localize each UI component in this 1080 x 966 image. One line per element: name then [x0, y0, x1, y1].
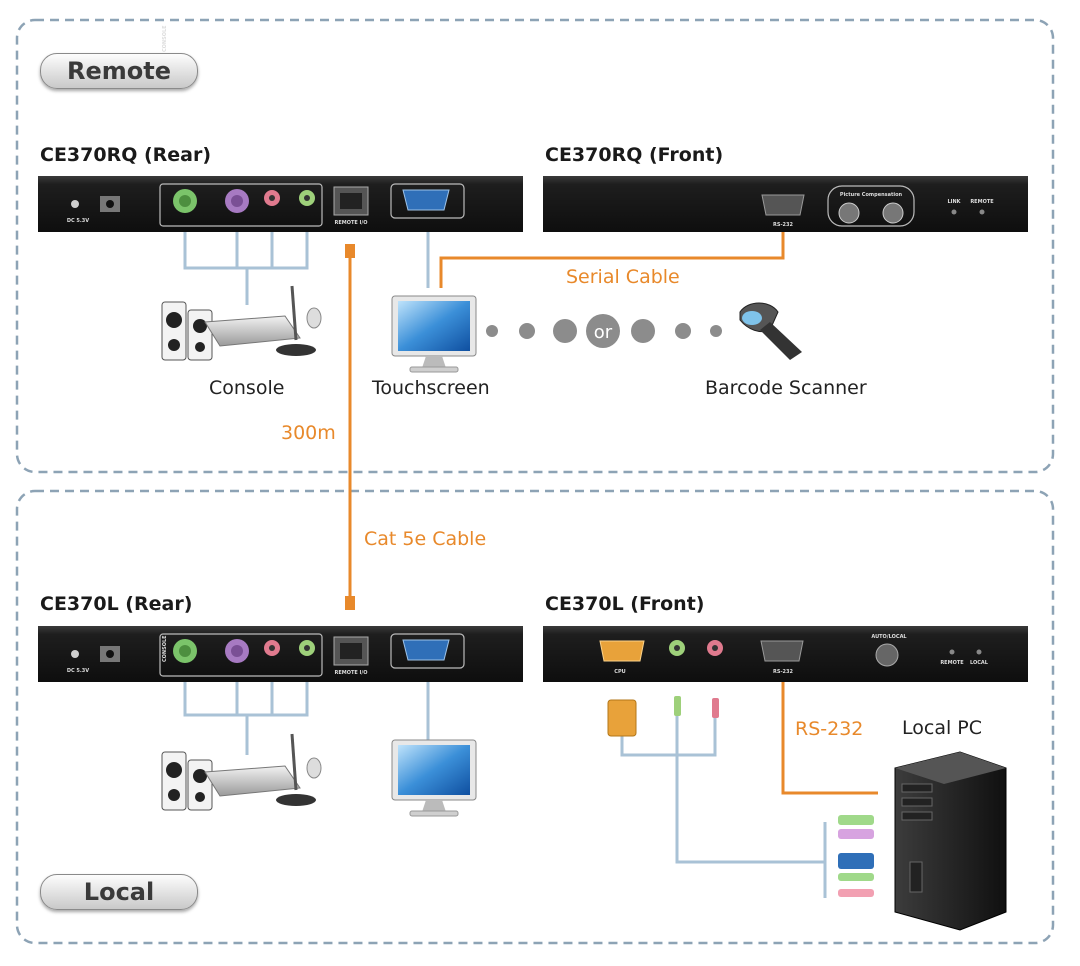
- ce370l-front-panel: [543, 626, 1028, 682]
- auto-local-button-icon: [875, 643, 899, 667]
- remote-led-label: REMOTE: [970, 199, 994, 205]
- speaker-plug-icon: [674, 696, 681, 716]
- local-zone-label: Local: [40, 874, 198, 910]
- barcode-scanner-icon: [739, 302, 802, 360]
- ce370l-rear-panel: [38, 626, 523, 682]
- local-pc-caption: Local PC: [902, 717, 983, 739]
- power-label: DC 5.3V: [67, 668, 89, 674]
- local-console-cables: [183, 672, 430, 755]
- distance-label: 300m: [281, 422, 336, 444]
- remote-zone-label: Remote: [40, 53, 198, 89]
- serial-cable-label: Serial Cable: [566, 266, 680, 288]
- touchscreen-caption: Touchscreen: [372, 377, 490, 399]
- cat5e-cable-label: Cat 5e Cable: [364, 528, 487, 550]
- or-label: or: [594, 322, 613, 343]
- cpu-label: CPU: [614, 669, 625, 675]
- serial-cable: [439, 232, 785, 288]
- rs232-port-icon: [760, 640, 804, 662]
- remote-led-icon: [979, 209, 985, 215]
- pc-rear-connectors-icon: [838, 815, 874, 897]
- mic-plug-icon: [712, 698, 719, 718]
- console-caption: Console: [209, 377, 285, 399]
- ce370rq-front-panel: [543, 176, 1028, 232]
- remote-zone-border: [15, 18, 1055, 474]
- picture-knob-icon: [838, 202, 860, 224]
- local-led-icon: [976, 649, 982, 655]
- remote-io-label: REMOTE I/O: [335, 670, 368, 676]
- rs232-cable: [781, 682, 878, 795]
- cpu-plug-icon: [607, 699, 637, 737]
- local-led-label: LOCAL: [970, 660, 989, 666]
- rs232-port-label: RS-232: [773, 669, 793, 675]
- rs232-cable-label: RS-232: [795, 718, 864, 740]
- local-console-peripherals-icon: [161, 733, 322, 811]
- cat5e-connector-top: [345, 244, 355, 258]
- picture-knob-icon: [882, 202, 904, 224]
- cpu-vga-port-icon: [599, 640, 645, 662]
- link-led-icon: [951, 209, 957, 215]
- auto-local-label: AUTO/LOCAL: [871, 634, 907, 640]
- ce370rq-front-title: CE370RQ (Front): [545, 144, 724, 166]
- remote-console-peripherals-icon: [161, 285, 322, 361]
- barcode-scanner-caption: Barcode Scanner: [705, 377, 867, 399]
- cat5e-connector-bottom: [345, 596, 355, 610]
- power-label: DC 5.3V: [67, 218, 89, 224]
- remote-io-label: REMOTE I/O: [335, 220, 368, 226]
- remote-console-cables: [183, 222, 430, 305]
- picture-compensation-label: Picture Compensation: [840, 192, 903, 198]
- remote-led-icon: [949, 649, 955, 655]
- rs232-port-label: RS-232: [773, 222, 793, 228]
- ce370rq-rear-panel: [38, 176, 523, 232]
- local-pc-cables: [620, 712, 827, 898]
- ce370l-front-title: CE370L (Front): [545, 593, 705, 615]
- link-label: LINK: [947, 199, 961, 205]
- remote-led-label: REMOTE: [940, 660, 964, 666]
- vga-port-icon: [402, 189, 450, 211]
- rs232-port-icon: [761, 194, 805, 216]
- or-connector: [486, 314, 722, 348]
- console-label: CONSOLE: [162, 25, 168, 52]
- console-label: CONSOLE: [162, 635, 168, 662]
- local-zone-border: [15, 489, 1055, 945]
- ce370rq-rear-title: CE370RQ (Rear): [40, 144, 212, 166]
- local-pc-tower-icon: [894, 751, 1007, 931]
- vga-port-icon: [402, 639, 450, 661]
- touchscreen-monitor-icon: [391, 295, 477, 373]
- local-monitor-icon: [391, 739, 477, 817]
- ce370l-rear-title: CE370L (Rear): [40, 593, 193, 615]
- or-badge: [586, 314, 620, 348]
